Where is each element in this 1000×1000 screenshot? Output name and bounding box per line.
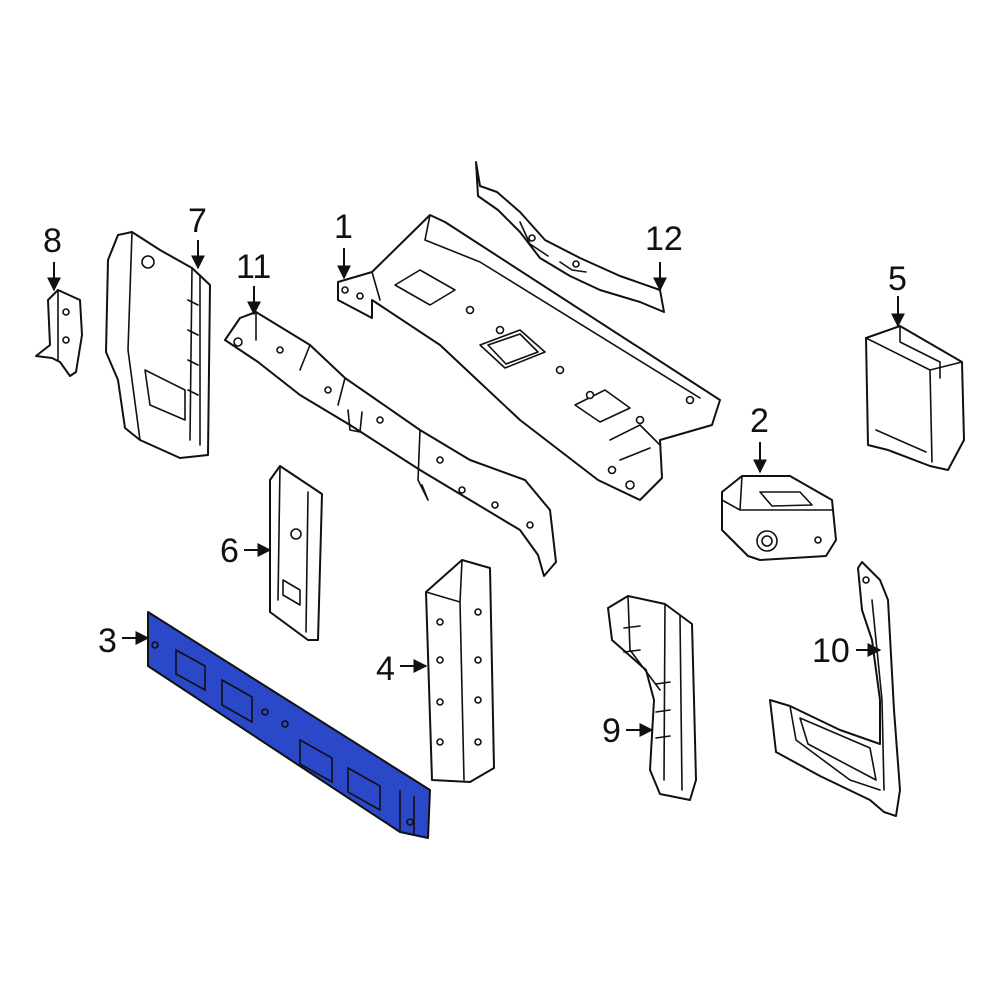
callout-11[interactable]: 11: [236, 248, 271, 286]
part-12-upper-brace[interactable]: [475, 161, 665, 313]
callout-4[interactable]: 4: [376, 650, 395, 688]
part-10-side-frame[interactable]: [769, 561, 901, 817]
part-8-small-bracket[interactable]: [35, 289, 83, 377]
part-7-side-guide[interactable]: [105, 231, 211, 459]
part-1-support-panel[interactable]: [337, 214, 721, 501]
callout-2[interactable]: 2: [750, 402, 769, 440]
callout-10[interactable]: 10: [812, 632, 850, 670]
callout-1[interactable]: 1: [334, 208, 353, 246]
callout-6[interactable]: 6: [220, 532, 239, 570]
part-2-bracket-box[interactable]: [721, 475, 837, 561]
part-6-vertical-bracket[interactable]: [269, 465, 323, 641]
callout-labels: 1 2 3 4 5 6 7 8 9 10 11 12: [43, 202, 907, 750]
part-3-lower-cross-member[interactable]: [147, 611, 431, 839]
callout-arrows: [47, 240, 905, 737]
callout-9[interactable]: 9: [602, 712, 621, 750]
callout-3[interactable]: 3: [98, 622, 117, 660]
callout-12[interactable]: 12: [645, 220, 683, 258]
callout-8[interactable]: 8: [43, 222, 62, 260]
part-5-module[interactable]: [865, 325, 965, 471]
part-11-upper-tie-bar[interactable]: [224, 311, 557, 577]
part-9-side-bracket[interactable]: [607, 595, 697, 801]
part-3-fill: [147, 611, 431, 839]
callout-7[interactable]: 7: [188, 202, 207, 240]
part-4-vertical-post[interactable]: [425, 559, 495, 783]
callout-5[interactable]: 5: [888, 260, 907, 298]
